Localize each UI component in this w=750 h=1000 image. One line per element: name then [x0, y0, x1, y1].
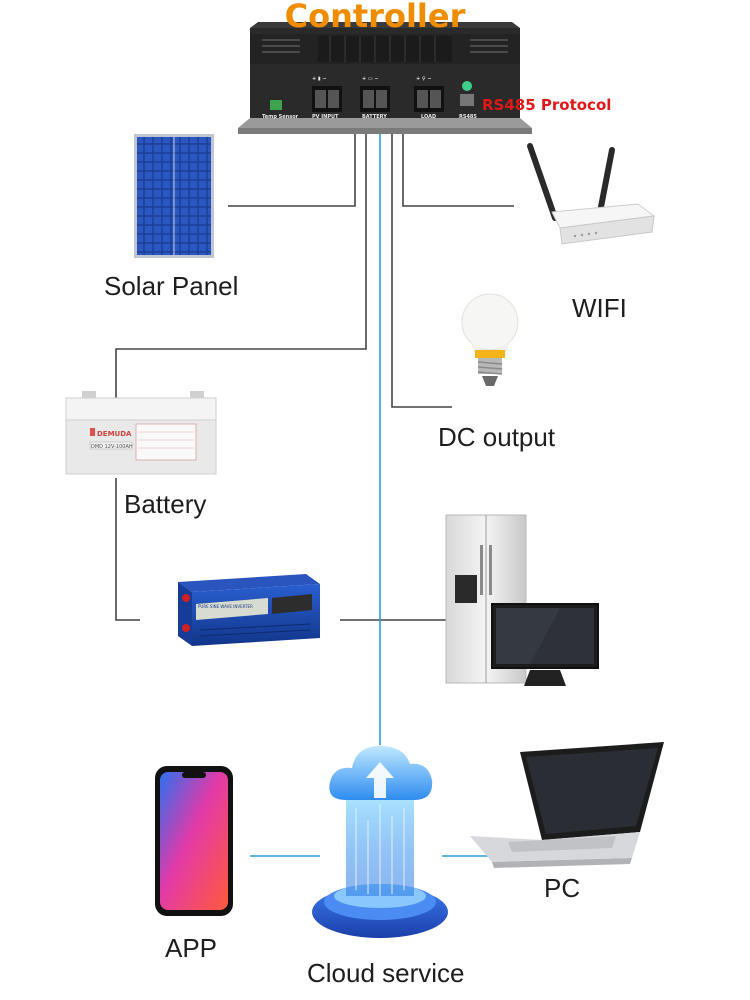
controller-device: + ▮ − + ▭ − + ♀ − Temp Sensor PV INPUT B…	[238, 22, 532, 134]
wire-load-to-dc-output	[391, 130, 452, 408]
port-temp-sensor-label: Temp Sensor	[262, 114, 299, 120]
port-rs485-label: RS485	[459, 114, 477, 120]
app-label: APP	[165, 933, 218, 963]
pc-label: PC	[544, 873, 581, 903]
wifi-router-image	[527, 143, 656, 245]
port-load-label: LOAD	[421, 114, 436, 120]
solar-panel-image	[134, 134, 214, 258]
data-links	[250, 130, 492, 857]
port-pv-input-label: PV INPUT	[312, 114, 339, 120]
rs485-protocol-label: RS485 Protocol	[482, 96, 612, 114]
inverter-image: PURE SINE WAVE INVERTER	[178, 574, 320, 646]
wire-load-to-wifi	[402, 130, 514, 207]
svg-text:+ ♀ −: + ♀ −	[416, 76, 432, 82]
diagram-title: Controller	[284, 0, 466, 35]
svg-text:+ ▭ −: + ▭ −	[362, 76, 379, 82]
svg-text:+ ▮ −: + ▮ −	[312, 76, 327, 82]
cloud-service-label: Cloud service	[307, 958, 465, 988]
dc-output-label: DC output	[438, 422, 556, 452]
smartphone-image	[155, 766, 233, 916]
laptop-image	[470, 742, 664, 868]
solar-panel-label: Solar Panel	[104, 271, 239, 301]
inverter-label-text: PURE SINE WAVE INVERTER	[198, 604, 253, 609]
wiring	[115, 130, 514, 621]
battery-model-text: DMD 12V-100AH	[91, 444, 133, 450]
wire-battery-to-battery	[115, 130, 367, 400]
battery-brand-text: DEMUDA	[97, 430, 132, 438]
port-battery-label: BATTERY	[362, 114, 387, 120]
wire-battery-to-inverter	[115, 478, 140, 621]
wifi-label: WIFI	[572, 293, 627, 323]
battery-label: Battery	[124, 489, 207, 519]
appliances-image	[445, 514, 599, 686]
light-bulb-image	[461, 293, 519, 386]
battery-image: DEMUDA DMD 12V-100AH	[65, 391, 217, 475]
wire-pv-to-solar	[228, 130, 356, 207]
cloud-service-image	[312, 746, 448, 938]
